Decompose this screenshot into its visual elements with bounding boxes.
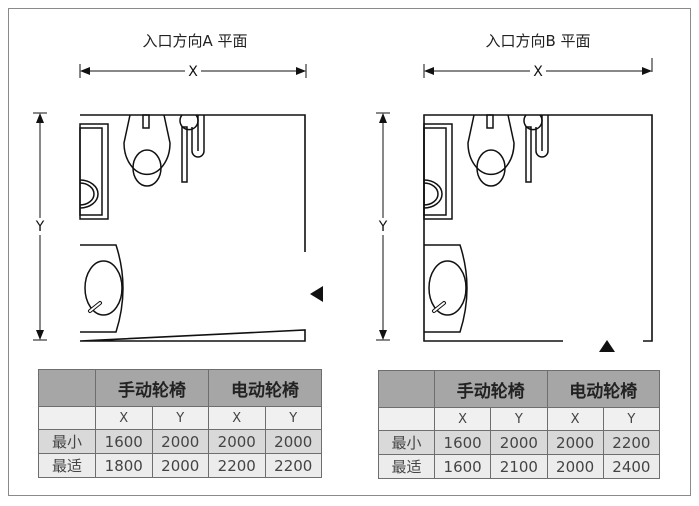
cell: 2400 (602, 454, 661, 479)
y-label: Y (35, 219, 45, 235)
x-label: X (188, 64, 198, 80)
table-row: 最适 1800 2000 2200 2200 (38, 453, 322, 478)
sub-header: Y (151, 406, 209, 430)
row-label: 最适 (38, 453, 96, 478)
cell: 2000 (151, 453, 209, 478)
sub-header: X (208, 406, 266, 430)
x-dimension: X (79, 64, 307, 80)
table-row: 最小 1600 2000 2000 2200 (378, 430, 661, 455)
table-row: 最小 1600 2000 2000 2000 (38, 429, 322, 454)
x-label: X (533, 64, 543, 80)
sub-header: Y (602, 407, 661, 431)
y-dimension: Y (33, 112, 47, 341)
group-header: 电动轮椅 (546, 370, 660, 408)
cell: 2000 (490, 430, 548, 455)
corner-cell (378, 370, 435, 408)
plan-a-title: 入口方向A 平面 (142, 32, 248, 50)
figure-frame (8, 8, 691, 496)
group-header: 手动轮椅 (95, 369, 209, 407)
cell: 2200 (264, 453, 322, 478)
sub-header: X (546, 407, 604, 431)
y-dimension: Y (376, 112, 390, 341)
entrance-arrow-icon (310, 286, 323, 302)
cell: 1600 (433, 430, 492, 455)
x-dimension: X (423, 58, 653, 80)
table-row: 最适 1600 2100 2000 2400 (378, 454, 661, 479)
row-label: 最适 (378, 454, 435, 479)
row-label: 最小 (38, 429, 96, 454)
cell: 2000 (151, 429, 209, 454)
room-b (422, 113, 653, 342)
sub-header: X (95, 406, 153, 430)
y-label: Y (378, 219, 388, 235)
plan-b-title: 入口方向B 平面 (485, 32, 591, 50)
group-header: 电动轮椅 (208, 369, 322, 407)
entrance-arrow-icon (599, 340, 615, 352)
cell: 1600 (433, 454, 492, 479)
cell: 2000 (546, 454, 604, 479)
plan-a: X Y (33, 64, 323, 342)
row-label: 最小 (378, 430, 435, 455)
cell: 1800 (95, 453, 153, 478)
cell: 2200 (602, 430, 661, 455)
group-header: 手动轮椅 (434, 370, 548, 408)
sub-header: Y (490, 407, 548, 431)
room-a (78, 113, 306, 342)
sub-header: Y (264, 406, 322, 430)
cell: 2000 (264, 429, 322, 454)
plan-b: X Y (376, 58, 653, 352)
size-table-b: 手动轮椅 电动轮椅 X Y X Y 最小 1600 2000 2000 2200… (378, 370, 661, 479)
size-table-a: 手动轮椅 电动轮椅 X Y X Y 最小 1600 2000 2000 2000… (38, 369, 322, 478)
corner-cell (38, 369, 96, 407)
cell: 2100 (490, 454, 548, 479)
cell: 2000 (546, 430, 604, 455)
cell: 2000 (208, 429, 266, 454)
sub-header: X (433, 407, 492, 431)
cell: 1600 (95, 429, 153, 454)
cell: 2200 (208, 453, 266, 478)
